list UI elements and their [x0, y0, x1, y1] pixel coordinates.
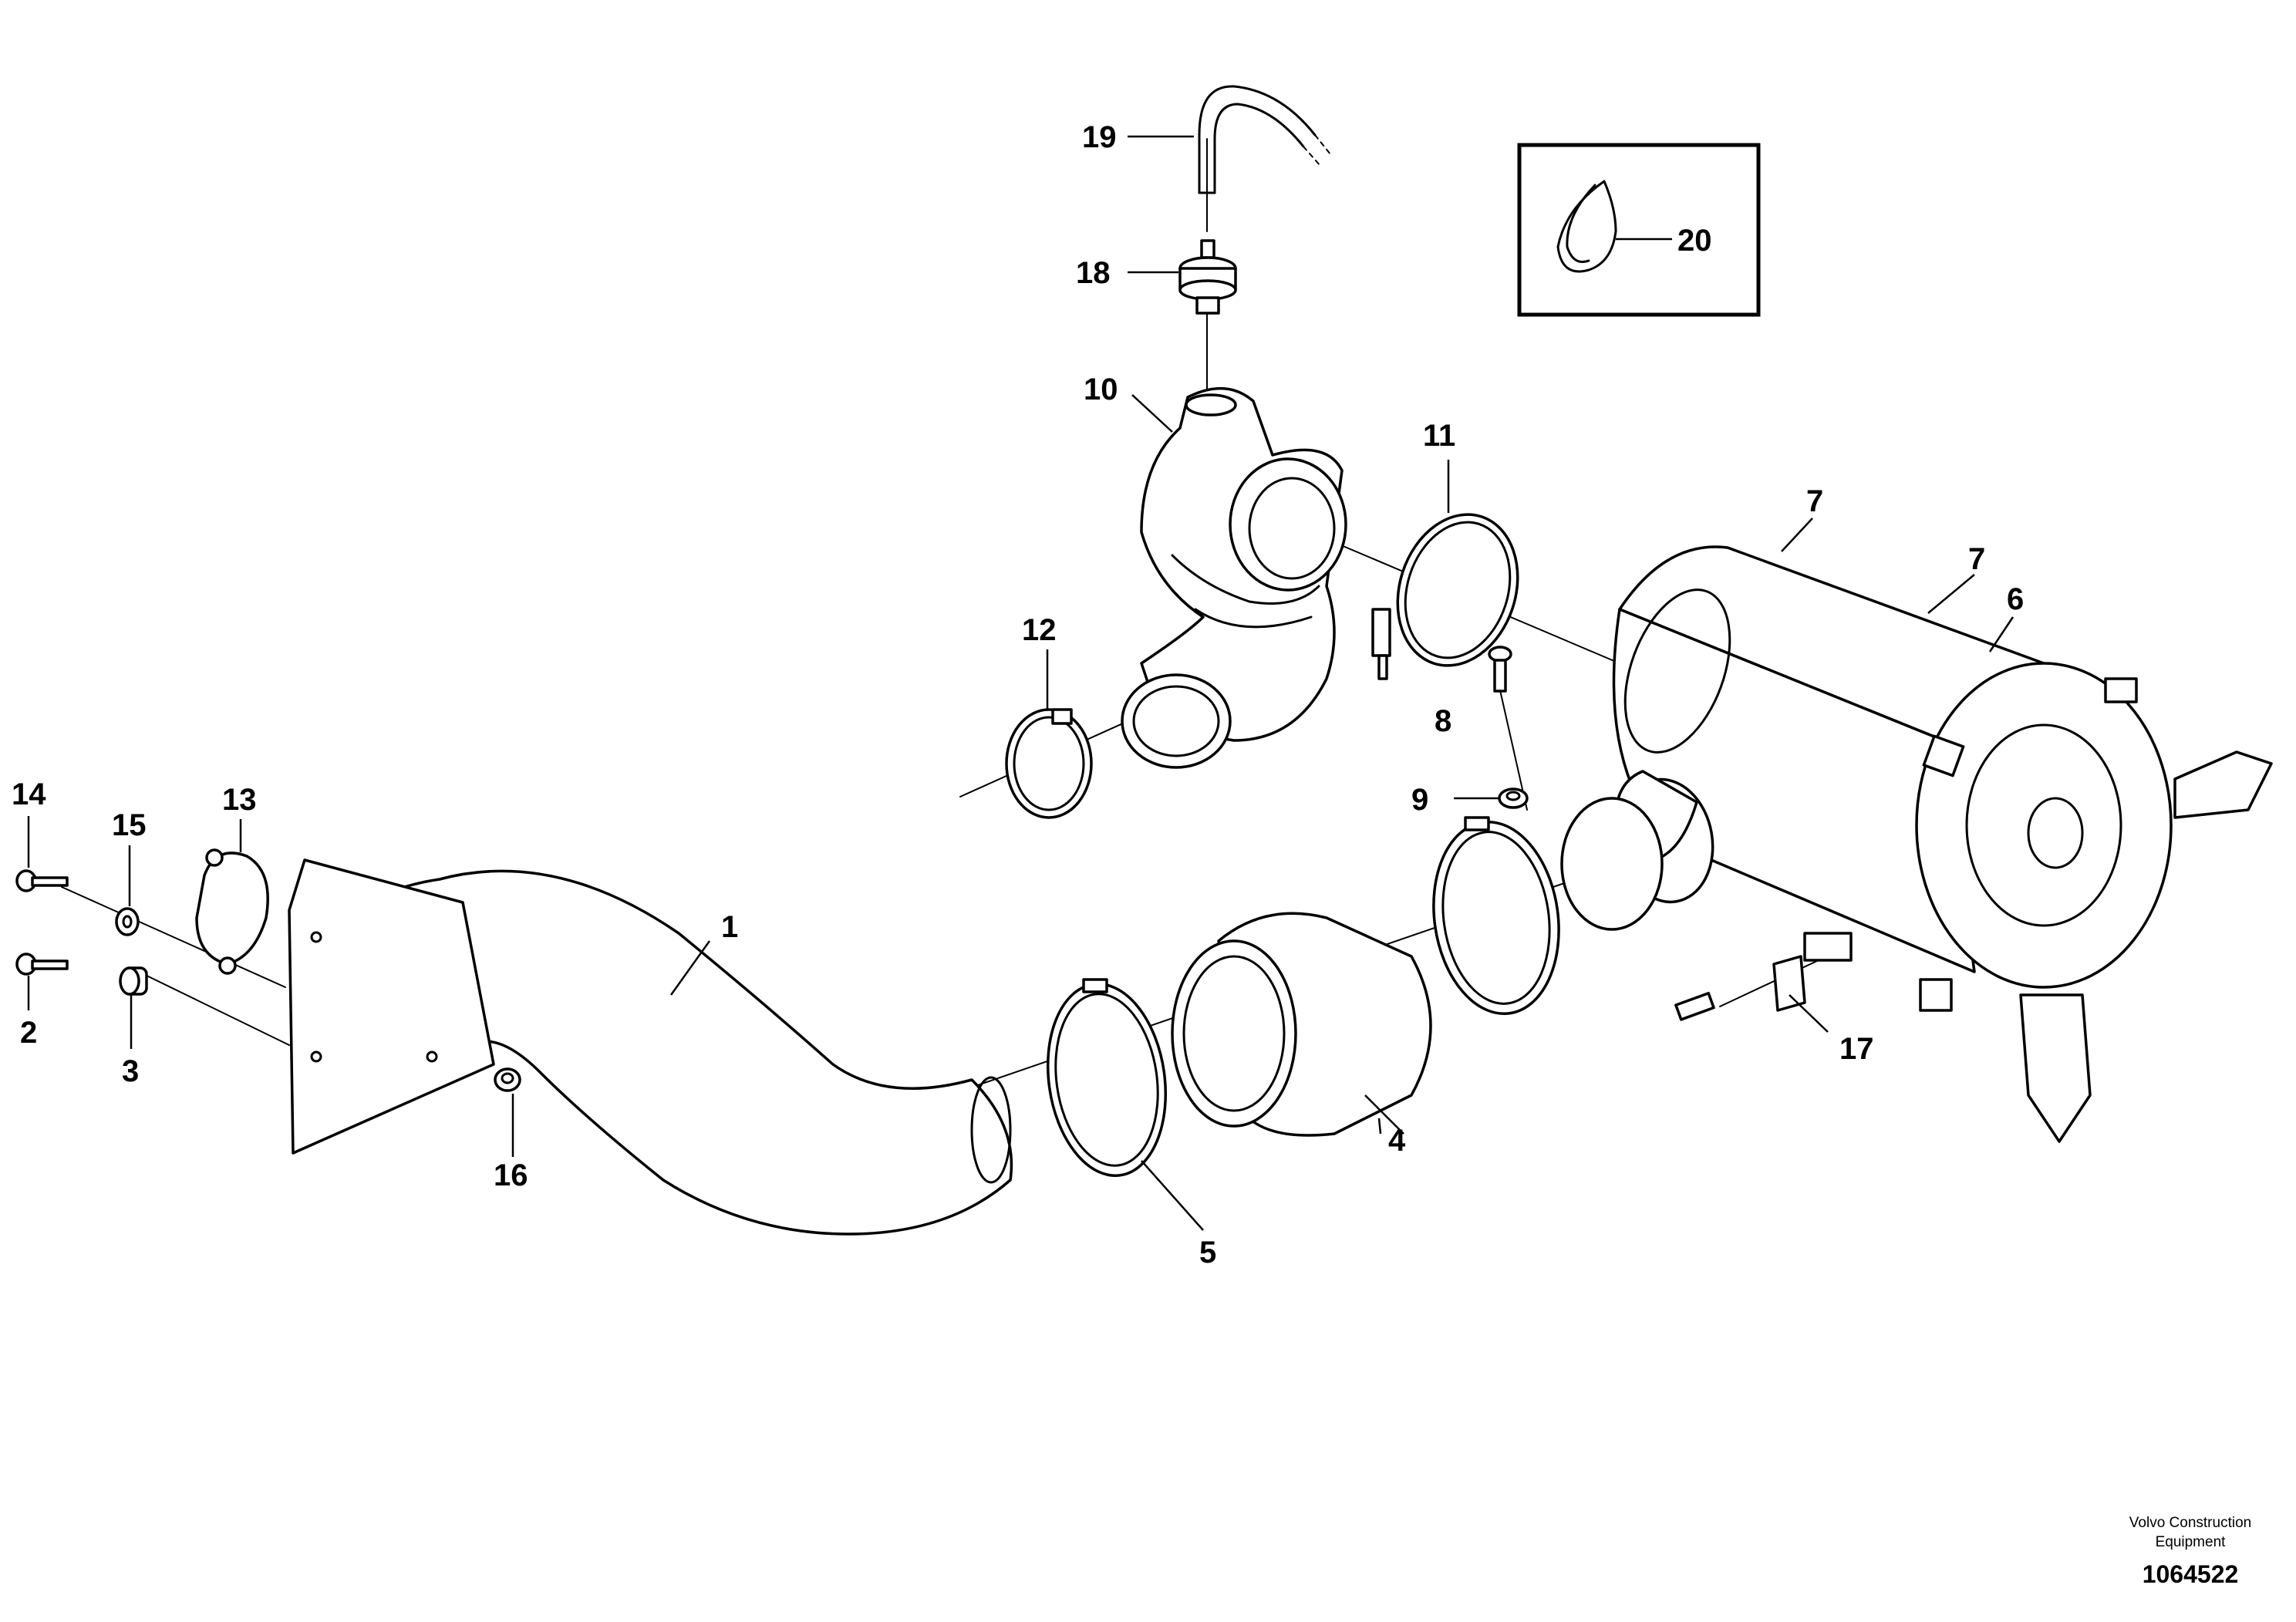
mounting-plate	[288, 858, 495, 1155]
part-5-clamp	[1046, 978, 1168, 1177]
callout-1: 1	[721, 910, 738, 944]
callout-17: 17	[1839, 1032, 1874, 1066]
part-15-washer	[115, 907, 140, 936]
part-19-cable	[1198, 85, 1331, 194]
callout-19: 19	[1082, 120, 1117, 154]
callout-4: 4	[1388, 1124, 1406, 1158]
callout-5: 5	[1199, 1236, 1216, 1270]
leader-lines	[27, 135, 2014, 1231]
callout-8: 8	[1435, 704, 1451, 738]
callout-16: 16	[494, 1158, 528, 1192]
part-12-clamp	[1005, 708, 1093, 819]
callout-12: 12	[1022, 613, 1057, 647]
callout-7a: 7	[1806, 484, 1823, 518]
part-8-bolt	[1488, 646, 1512, 693]
part-11-clamp	[1371, 513, 1519, 680]
callout-6: 6	[2007, 582, 2024, 616]
part-clamp-housing	[1432, 816, 1560, 1016]
part-6-air-filter	[1560, 545, 2273, 1143]
part-17-bracket	[1674, 955, 1806, 1021]
callout-18: 18	[1076, 256, 1111, 290]
part-13-cover	[195, 848, 269, 975]
part-9-nut	[1498, 787, 1529, 809]
company-name-line1: Volvo Construction	[2129, 1515, 2251, 1531]
part-16-nut	[494, 1067, 521, 1092]
callout-7b: 7	[1968, 542, 1985, 576]
part-4-sleeve	[1171, 912, 1432, 1137]
callout-labels: 1 2 3 4 5 6 7 7 8 9 10 11 12 13 14 15 16…	[12, 120, 2024, 1270]
callout-2: 2	[20, 1016, 37, 1050]
callout-20: 20	[1677, 224, 1712, 258]
part-3-spacer	[119, 966, 148, 996]
callout-11: 11	[1423, 419, 1455, 453]
part-2-screw	[15, 953, 69, 976]
callout-10: 10	[1084, 373, 1118, 406]
part-18-pressure-switch	[1178, 239, 1237, 315]
callout-14: 14	[12, 777, 46, 811]
footer: Volvo Construction Equipment 1064522	[2129, 1515, 2251, 1588]
callout-13: 13	[222, 783, 257, 817]
part-10-intake-elbow	[1121, 387, 1347, 769]
drawing-number: 1064522	[2143, 1560, 2239, 1588]
part-14-screw	[15, 869, 69, 892]
callout-15: 15	[112, 808, 147, 842]
company-name-line2: Equipment	[2156, 1534, 2227, 1550]
callout-9: 9	[1411, 783, 1428, 817]
detail-box-part-20	[1517, 143, 1761, 317]
callout-3: 3	[122, 1054, 139, 1088]
